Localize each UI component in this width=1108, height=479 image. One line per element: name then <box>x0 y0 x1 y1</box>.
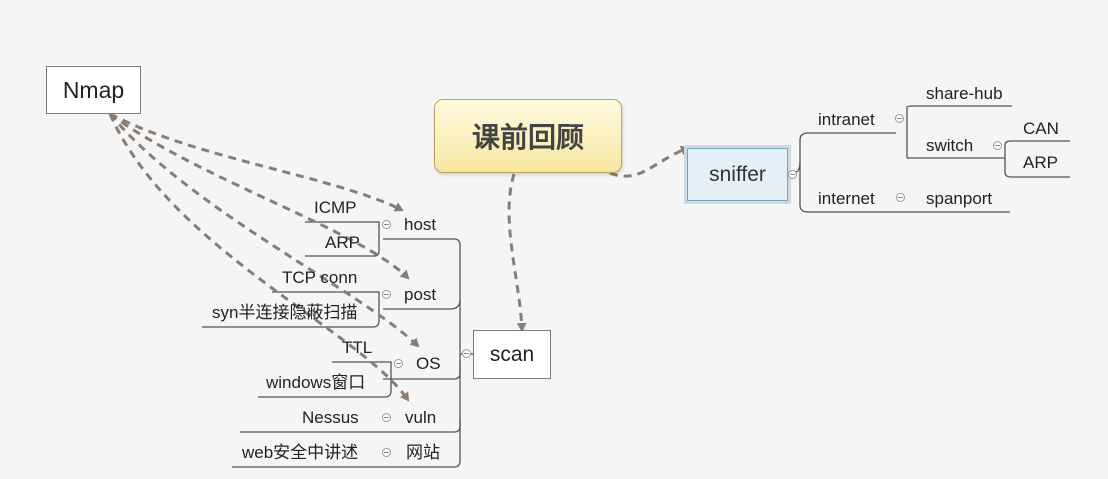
os-collapse-icon[interactable] <box>394 359 403 368</box>
subtopic-syn-scan[interactable]: syn半连接隐蔽扫描 <box>212 303 358 322</box>
post-collapse-icon[interactable] <box>382 290 391 299</box>
subtopic-intranet[interactable]: intranet <box>818 110 875 129</box>
sniffer-collapse-icon[interactable] <box>788 170 797 179</box>
subtopic-os[interactable]: OS <box>416 354 441 373</box>
website-collapse-icon[interactable] <box>382 448 391 457</box>
subtopic-share-hub[interactable]: share-hub <box>926 84 1003 103</box>
subtopic-tcp-conn[interactable]: TCP conn <box>282 268 358 287</box>
internet-collapse-icon[interactable] <box>896 193 905 202</box>
topic-sniffer[interactable]: sniffer <box>687 148 788 201</box>
vuln-collapse-icon[interactable] <box>382 413 391 422</box>
subtopic-vuln[interactable]: vuln <box>405 408 437 427</box>
subtopic-nessus[interactable]: Nessus <box>302 408 359 427</box>
subtopic-icmp[interactable]: ICMP <box>314 198 357 217</box>
subtopic-windows[interactable]: windows窗口 <box>266 373 366 392</box>
subtopic-post[interactable]: post <box>404 285 437 304</box>
subtopic-internet[interactable]: internet <box>818 189 875 208</box>
subtopic-spanport[interactable]: spanport <box>926 189 993 208</box>
subtopic-host[interactable]: host <box>404 215 437 234</box>
host-collapse-icon[interactable] <box>382 220 391 229</box>
intranet-collapse-icon[interactable] <box>895 114 904 123</box>
switch-collapse-icon[interactable] <box>993 141 1002 150</box>
sniffer-label: sniffer <box>709 162 766 186</box>
subtopic-switch[interactable]: switch <box>926 136 974 155</box>
subtopic-arp-host[interactable]: ARP <box>325 233 360 252</box>
scan-collapse-icon[interactable] <box>462 349 471 358</box>
subtopic-website[interactable]: 网站 <box>406 443 440 462</box>
scan-label: scan <box>489 342 535 366</box>
subtopic-arp-switch[interactable]: ARP <box>1023 153 1058 172</box>
subtopic-ttl[interactable]: TTL <box>342 338 373 357</box>
central-topic-label: 课前回顾 <box>471 121 584 154</box>
nmap-label: Nmap <box>62 76 125 103</box>
central-topic[interactable]: 课前回顾 <box>434 99 622 173</box>
subtopic-web-security[interactable]: web安全中讲述 <box>242 443 359 462</box>
subtopic-can[interactable]: CAN <box>1023 119 1059 138</box>
floating-topic-nmap[interactable]: Nmap <box>46 66 141 114</box>
topic-scan[interactable]: scan <box>473 330 551 379</box>
